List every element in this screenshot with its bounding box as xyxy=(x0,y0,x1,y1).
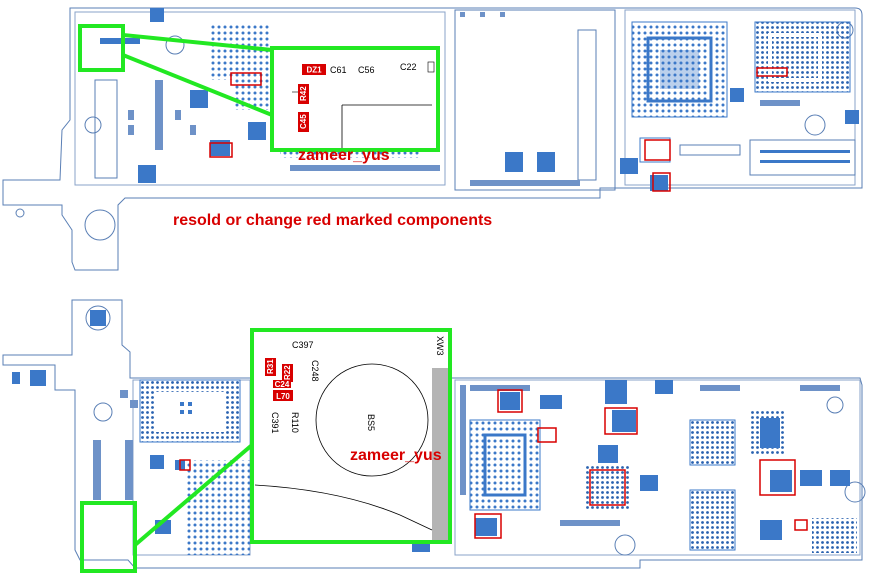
top-source-box xyxy=(78,24,125,72)
svg-text:R42: R42 xyxy=(299,86,308,101)
left-connector xyxy=(94,79,118,179)
svg-text:C56: C56 xyxy=(358,65,375,75)
svg-text:R22: R22 xyxy=(283,365,292,380)
svg-text:L70: L70 xyxy=(276,392,290,401)
bga-bottom-right-2 xyxy=(689,489,736,551)
svg-text:C61: C61 xyxy=(330,65,347,75)
top-components xyxy=(94,8,859,192)
bga-bottom-right-1 xyxy=(689,419,736,466)
svg-text:C391: C391 xyxy=(270,412,280,434)
svg-text:C22: C22 xyxy=(400,62,417,72)
svg-text:DZ1: DZ1 xyxy=(306,66,322,75)
bottom-components xyxy=(12,310,857,555)
component-c45 xyxy=(298,112,309,132)
top-board xyxy=(2,7,863,271)
svg-text:C45: C45 xyxy=(299,114,308,129)
svg-text:C397: C397 xyxy=(292,340,314,350)
connector-strip-right xyxy=(749,139,856,176)
flex-connector-top xyxy=(577,29,597,181)
svg-text:BS5: BS5 xyxy=(366,414,376,431)
component-r42 xyxy=(298,84,309,104)
top-highlight: DZ1 C61 C56 C22 R42 C45 xyxy=(78,24,440,152)
component-r22 xyxy=(282,364,293,382)
svg-text:C24: C24 xyxy=(275,380,290,389)
bga-top-left xyxy=(210,25,270,80)
bottom-zoom-box xyxy=(250,328,452,544)
bottom-source-box xyxy=(80,501,137,573)
svg-text:XW3: XW3 xyxy=(435,336,445,356)
watermark-top: zameer_yus xyxy=(298,147,390,164)
component-r31 xyxy=(265,358,276,376)
component-bs5 xyxy=(315,363,429,477)
caption: resold or change red marked components xyxy=(173,212,492,229)
svg-text:R31: R31 xyxy=(266,359,275,374)
component-dz1 xyxy=(302,64,326,75)
bga-bottom-mid xyxy=(585,465,630,510)
bga-bottom-right-3 xyxy=(812,518,857,553)
watermark-bottom: zameer_yus xyxy=(350,447,442,464)
svg-text:C248: C248 xyxy=(310,360,320,382)
bottom-highlight: C397 XW3 R31 R22 C24 L70 C248 C391 R110 … xyxy=(80,328,452,573)
component-c24 xyxy=(273,380,291,388)
svg-text:R110: R110 xyxy=(290,412,300,433)
component-l70 xyxy=(273,390,293,401)
